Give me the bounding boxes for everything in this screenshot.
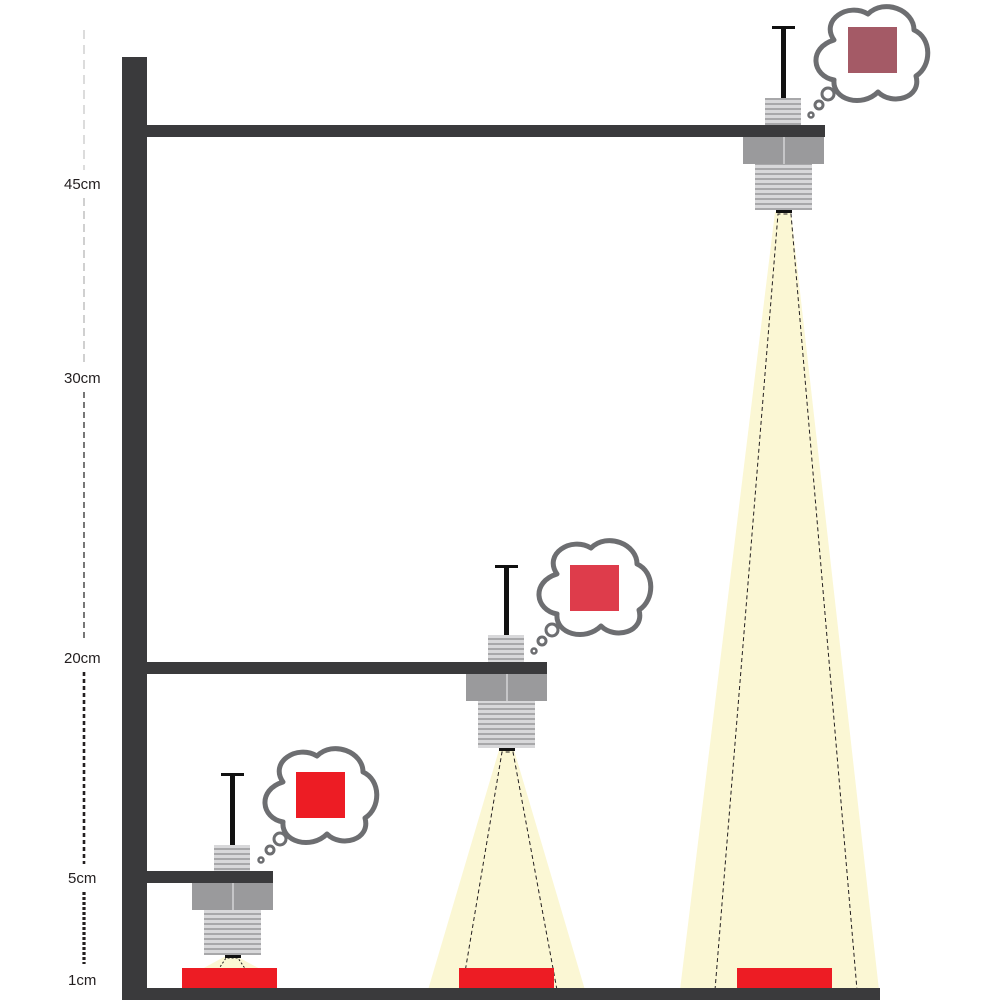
beam-mid xyxy=(428,750,585,990)
sensor-mid-top-thread xyxy=(488,635,524,662)
beam-far xyxy=(680,212,879,990)
target-far xyxy=(737,968,832,990)
sensor-mid-cable xyxy=(504,567,509,635)
frame-post xyxy=(122,57,147,1000)
label-20cm: 20cm xyxy=(64,650,101,667)
shelf-bottom xyxy=(147,871,273,883)
bubble-mid-dot-3 xyxy=(530,647,538,655)
thought-bubble-near xyxy=(257,746,380,864)
label-1cm: 1cm xyxy=(68,972,96,989)
sensor-near-thread xyxy=(204,910,261,955)
light-beams xyxy=(200,212,879,991)
bubble-near-dot-1 xyxy=(272,831,288,847)
target-near xyxy=(182,968,277,990)
bubble-far-dot-3 xyxy=(807,111,815,119)
sensor-near-top-thread xyxy=(214,845,250,871)
sensor-near-cable-cap xyxy=(221,773,244,776)
sensor-far-lens xyxy=(776,210,792,213)
sensor-far-cable-cap xyxy=(772,26,795,29)
sensor-near xyxy=(192,773,273,958)
beam-mid-cone xyxy=(461,751,558,991)
shelf-top xyxy=(147,125,825,137)
targets xyxy=(182,968,832,990)
label-5cm: 5cm xyxy=(68,870,96,887)
label-45cm: 45cm xyxy=(64,176,101,193)
bubble-near-dot-3 xyxy=(257,856,265,864)
sensor-near-lens xyxy=(225,955,241,958)
sensor-mid xyxy=(466,565,547,751)
beam-far-cone xyxy=(714,213,858,991)
bubble-mid-dot-2 xyxy=(536,635,548,647)
sensor-far xyxy=(743,26,824,213)
bubble-near-dot-2 xyxy=(264,844,276,856)
distance-scale: 45cm 30cm 20cm 5cm 1cm xyxy=(64,30,101,989)
beam-near xyxy=(200,957,262,970)
sensor-near-cable xyxy=(230,775,235,845)
label-30cm: 30cm xyxy=(64,370,101,387)
frame-floor xyxy=(122,988,880,1000)
target-mid xyxy=(459,968,554,990)
bubble-mid-dot-1 xyxy=(544,622,560,638)
bubble-far-color xyxy=(848,27,897,73)
bubble-near-color xyxy=(296,772,345,818)
sensor-mid-thread xyxy=(478,701,535,748)
thought-bubble-mid xyxy=(530,538,654,655)
sensor-far-thread xyxy=(755,164,812,210)
bubble-far-dot-2 xyxy=(813,99,825,111)
sensor-far-cable xyxy=(781,28,786,98)
bubble-mid-color xyxy=(570,565,619,611)
bubble-far-dot-1 xyxy=(820,86,836,102)
sensor-mid-cable-cap xyxy=(495,565,518,568)
thought-bubble-far xyxy=(807,4,931,119)
sensor-mid-lens xyxy=(499,748,515,751)
shelf-middle xyxy=(147,662,547,674)
mounting-frame xyxy=(122,57,880,1000)
sensor-far-top-thread xyxy=(765,98,801,125)
